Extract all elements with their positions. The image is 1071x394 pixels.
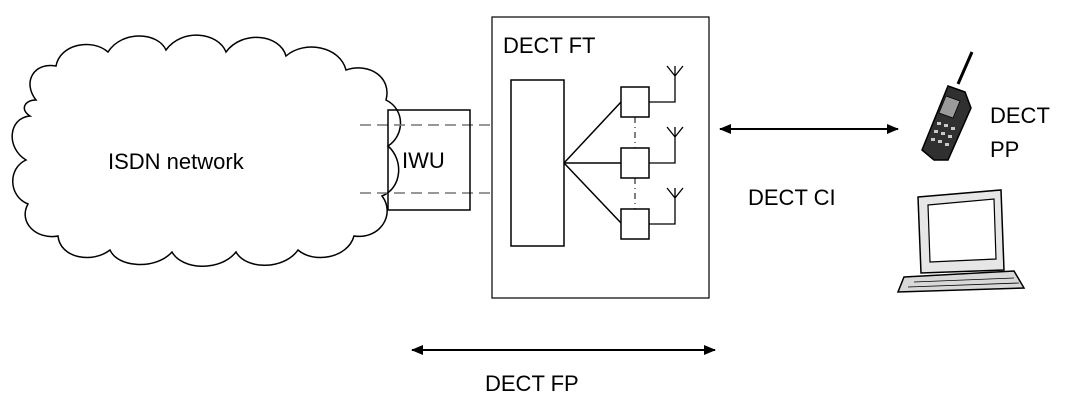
antenna-icon xyxy=(649,126,684,164)
radio-unit-1 xyxy=(620,86,650,118)
radio-unit-2 xyxy=(620,147,650,179)
iwu-box xyxy=(387,109,471,211)
dect-pp-label-line2: PP xyxy=(990,137,1019,162)
dect-fp-label: DECT FP xyxy=(485,371,579,394)
dect-ci-label: DECT CI xyxy=(748,185,836,210)
mobile-phone-icon xyxy=(921,51,974,161)
dect-pp-label-line1: DECT xyxy=(990,103,1050,128)
connection-line-bottom xyxy=(563,162,622,224)
isdn-network-cloud xyxy=(11,34,402,267)
laptop-computer-icon xyxy=(896,189,1026,293)
radio-unit-3 xyxy=(620,208,650,240)
antenna-icon xyxy=(649,187,684,225)
dect-ft-label: DECT FT xyxy=(503,33,595,58)
cloud-label: ISDN network xyxy=(108,149,245,174)
central-block xyxy=(510,79,565,247)
iwu-label: IWU xyxy=(402,148,445,173)
connection-line-top xyxy=(563,101,622,164)
antenna-icon xyxy=(649,65,684,103)
